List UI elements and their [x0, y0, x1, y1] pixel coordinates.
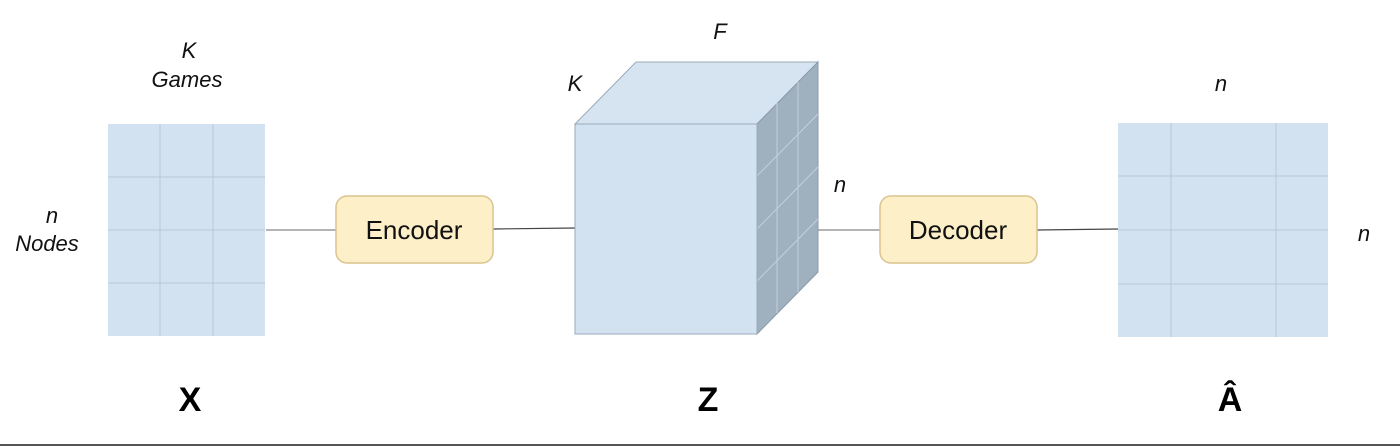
tensor-z-side-label-n: n	[834, 172, 846, 197]
matrix-a-hat-grid	[1118, 123, 1328, 337]
tensor-z-cube	[573, 60, 820, 336]
tensor-z-name: Z	[698, 381, 719, 419]
bottom-border	[0, 444, 1400, 446]
encoder-box-shape	[335, 195, 494, 264]
matrix-x-side-label-n: n	[46, 203, 58, 228]
decoder-label: Decoder	[909, 215, 1008, 245]
decoder-box: Decoder	[879, 195, 1038, 264]
cube-side-grid	[756, 82, 819, 313]
tensor-z-front-label-k: K	[568, 71, 584, 96]
tensor-z-top-label-f: F	[713, 19, 728, 44]
matrix-x-grid	[108, 124, 265, 336]
matrix-x-top-label-k: K	[182, 38, 198, 63]
decoder-box-shape	[879, 195, 1038, 264]
encoder-label: Encoder	[366, 215, 463, 245]
connector-decoder-a	[1036, 228, 1119, 231]
encoder-box: Encoder	[335, 195, 494, 264]
matrix-x-name: X	[179, 381, 202, 419]
matrix-x-top-label-games: Games	[152, 67, 223, 92]
matrix-a-hat-name: Â	[1218, 381, 1243, 419]
matrix-x-side-label-nodes: Nodes	[15, 231, 79, 256]
matrix-a-hat-side-label-n: n	[1358, 221, 1370, 246]
matrix-x	[108, 124, 265, 336]
matrix-a-hat	[1118, 123, 1328, 337]
connector-encoder-z	[492, 227, 576, 230]
cube-front-face	[574, 123, 758, 335]
matrix-a-hat-top-label-n: n	[1215, 71, 1227, 96]
